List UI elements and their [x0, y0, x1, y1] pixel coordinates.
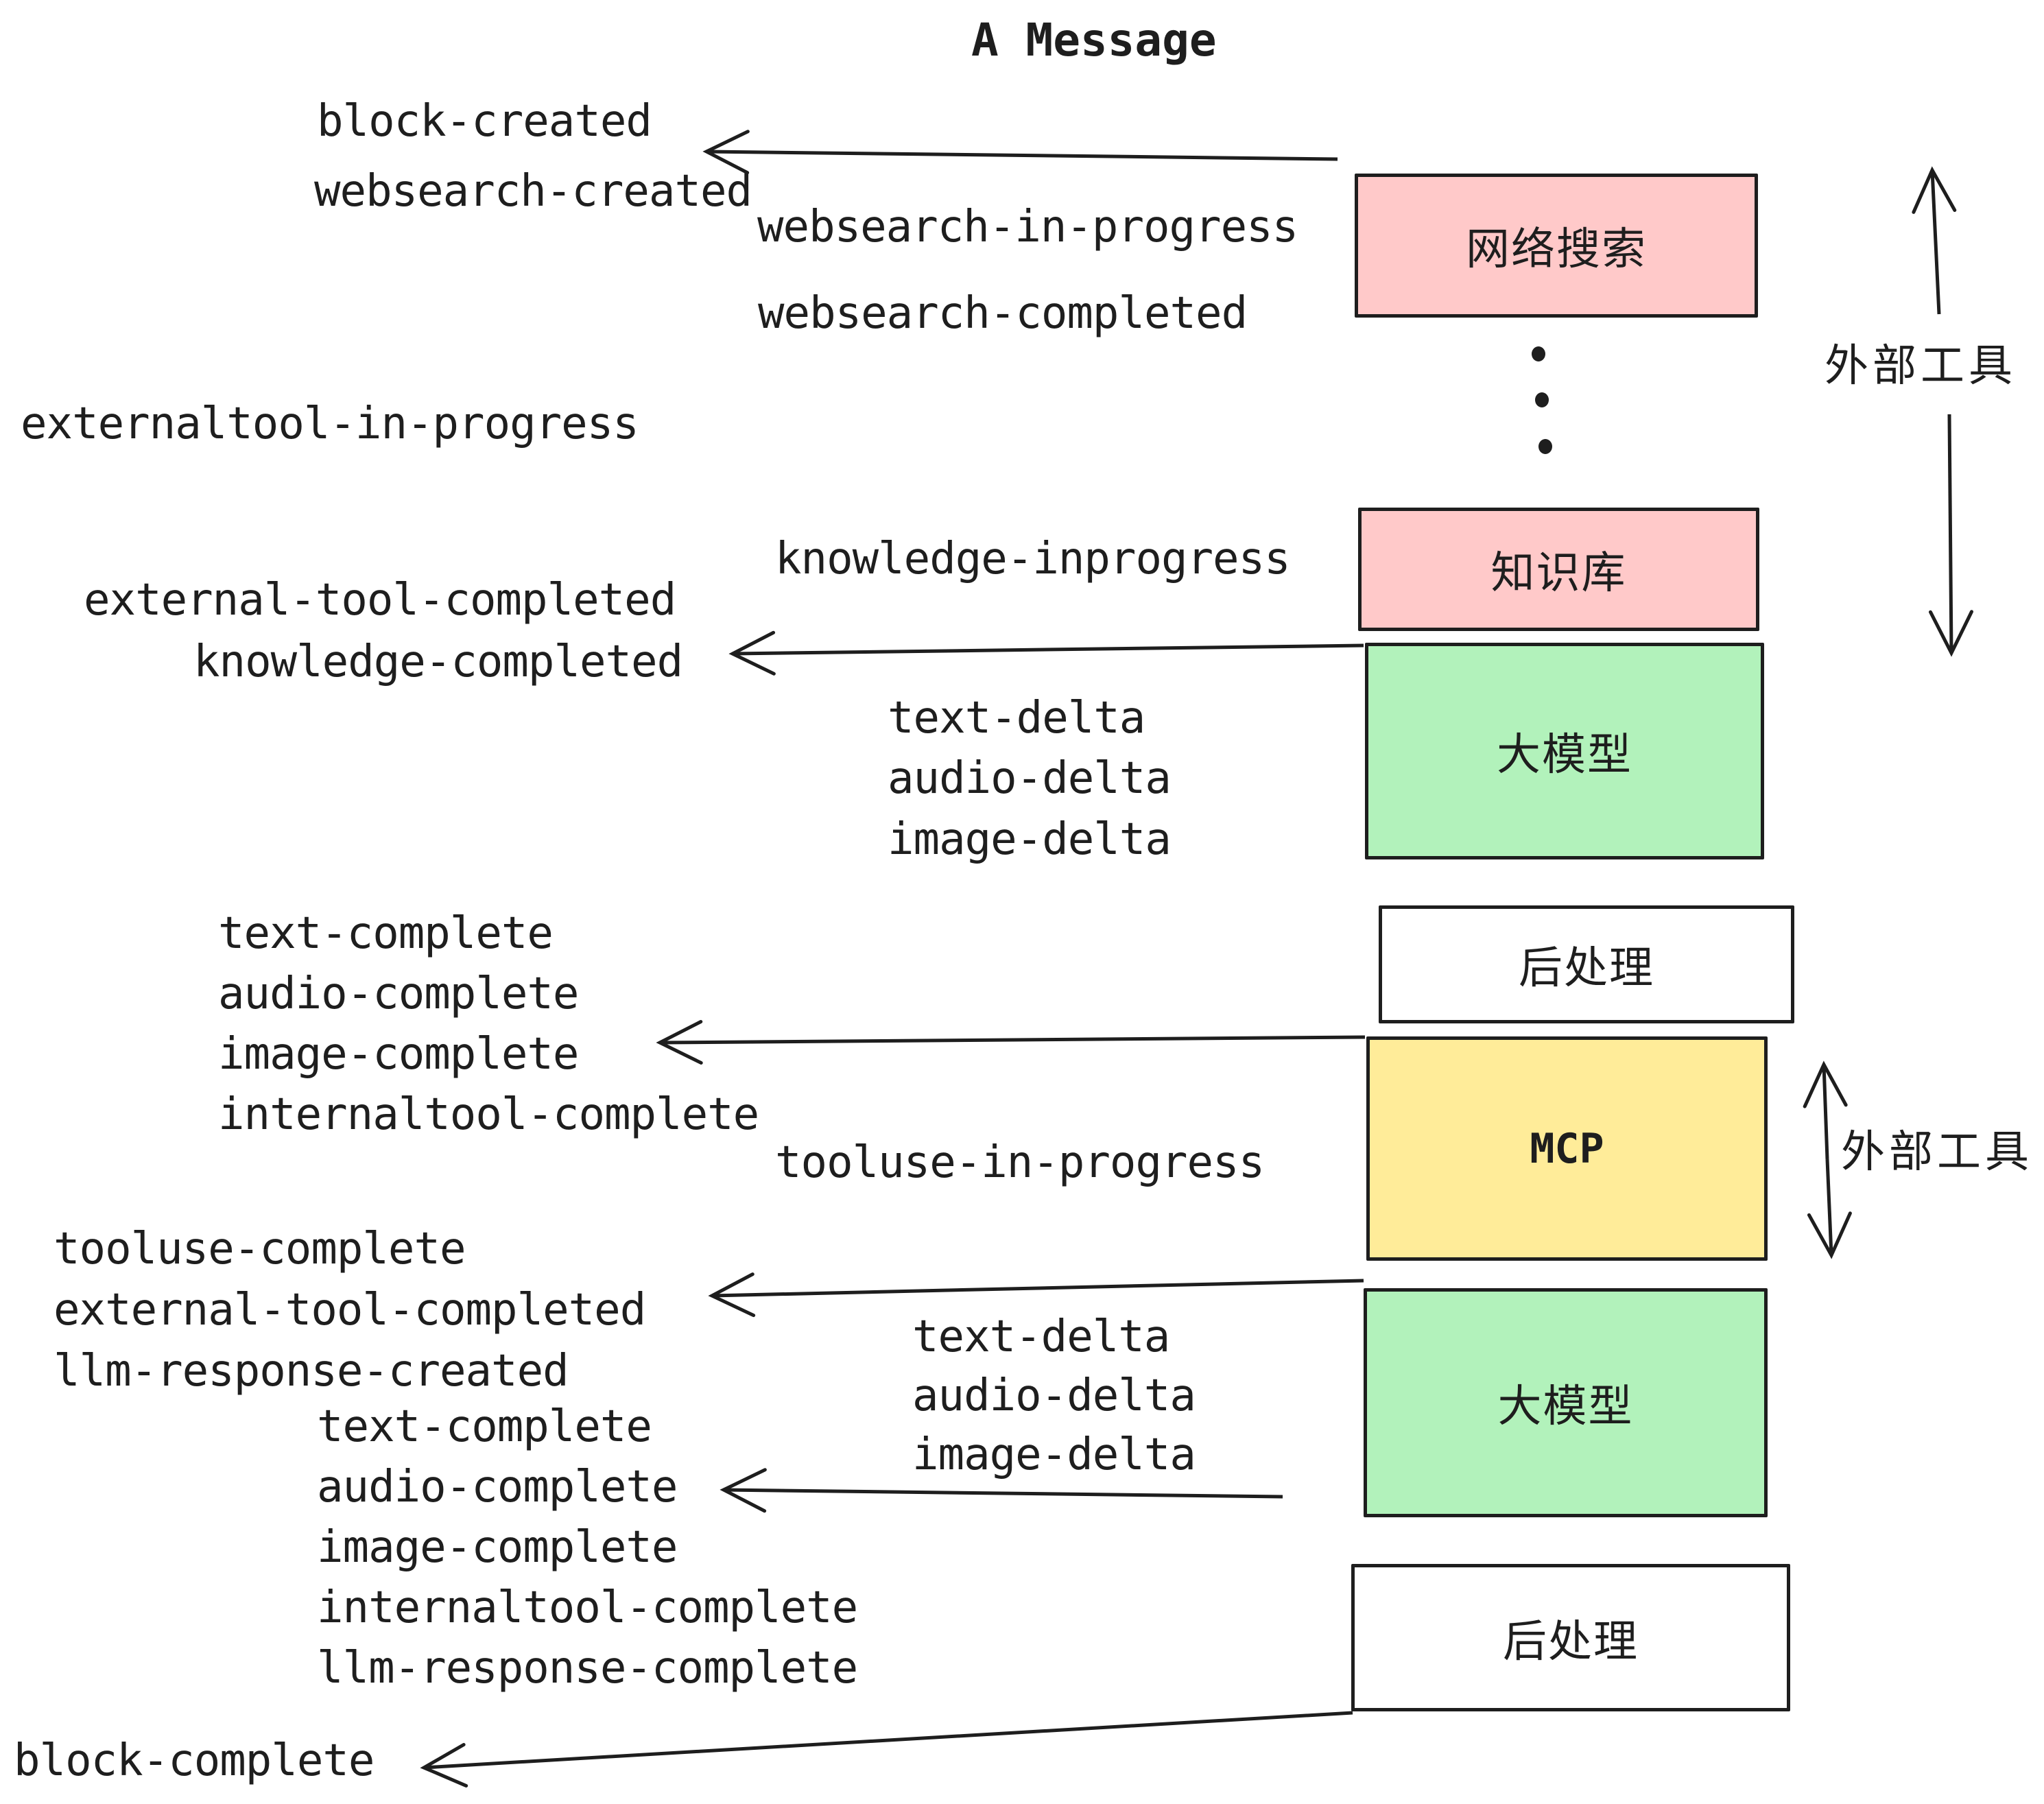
node-postprocess-top-label: 后处理	[1519, 943, 1654, 993]
event-llm-response-complete: llm-response-complete	[317, 1643, 858, 1694]
event-image-complete-2: image-complete	[317, 1522, 678, 1573]
event-websearch-in-progress: websearch-in-progress	[757, 202, 1298, 252]
node-llm-bottom: 大模型	[1364, 1288, 1768, 1517]
event-text-complete-1: text-complete	[218, 908, 554, 959]
arrow-external-tools-mid-up	[1803, 1060, 1848, 1160]
event-audio-delta-2: audio-delta	[912, 1370, 1196, 1421]
event-internaltool-complete-2: internaltool-complete	[317, 1582, 858, 1633]
arrow-llm2-to-tooluse-complete	[708, 1272, 1364, 1318]
arrow-external-tools-top-down	[1928, 414, 1973, 657]
event-external-tool-completed-1: external-tool-completed	[84, 575, 676, 626]
event-websearch-completed: websearch-completed	[758, 288, 1248, 339]
event-text-complete-2: text-complete	[317, 1401, 652, 1452]
event-text-delta-1: text-delta	[888, 693, 1145, 744]
annotation-external-tools-mid: 外部工具	[1841, 1127, 2033, 1176]
node-postprocess-bottom: 后处理	[1351, 1564, 1790, 1711]
event-tooluse-complete: tooluse-complete	[54, 1224, 466, 1274]
event-image-delta-2: image-delta	[912, 1429, 1196, 1480]
diagram-title: A Message	[971, 14, 1217, 67]
arrow-external-tools-top-up	[1912, 166, 1957, 315]
event-websearch-created: websearch-created	[314, 166, 752, 217]
node-knowledge-base-label: 知识库	[1490, 548, 1627, 597]
event-externaltool-in-progress: externaltool-in-progress	[21, 399, 639, 449]
node-postprocess-top: 后处理	[1379, 905, 1794, 1023]
event-internaltool-complete-1: internaltool-complete	[218, 1089, 759, 1140]
arrow-llm2-to-complete-group	[720, 1468, 1283, 1513]
event-tooluse-in-progress: tooluse-in-progress	[775, 1137, 1265, 1188]
node-websearch: 网络搜索	[1355, 174, 1758, 318]
arrow-external-tools-mid-down	[1807, 1159, 1852, 1259]
arrow-mcp-to-complete-group	[656, 1020, 1366, 1065]
node-websearch-label: 网络搜索	[1466, 224, 1647, 274]
node-postprocess-bottom-label: 后处理	[1503, 1616, 1639, 1666]
node-llm-top-label: 大模型	[1497, 730, 1632, 779]
arrow-websearch-to-created	[702, 130, 1338, 175]
event-audio-delta-1: audio-delta	[888, 753, 1172, 804]
event-knowledge-inprogress: knowledge-inprogress	[775, 534, 1291, 584]
node-llm-bottom-label: 大模型	[1497, 1381, 1634, 1431]
event-audio-complete-1: audio-complete	[218, 969, 579, 1019]
event-external-tool-completed-2: external-tool-completed	[54, 1285, 646, 1336]
event-image-complete-1: image-complete	[218, 1029, 579, 1080]
node-mcp: MCP	[1366, 1036, 1768, 1261]
event-image-delta-1: image-delta	[888, 814, 1172, 865]
node-mcp-label: MCP	[1530, 1124, 1604, 1173]
annotation-external-tools-top: 外部工具	[1822, 331, 2019, 394]
event-text-delta-2: text-delta	[912, 1312, 1170, 1362]
event-block-created: block-created	[317, 96, 652, 147]
arrow-post2-to-block-complete	[420, 1711, 1353, 1788]
event-knowledge-completed: knowledge-completed	[193, 637, 683, 687]
event-block-complete: block-complete	[14, 1735, 375, 1786]
node-llm-top: 大模型	[1365, 643, 1764, 859]
node-knowledge-base: 知识库	[1358, 508, 1759, 631]
event-audio-complete-2: audio-complete	[317, 1462, 678, 1512]
event-llm-response-created: llm-response-created	[54, 1346, 569, 1397]
arrow-llm-to-knowledge-completed	[728, 630, 1364, 676]
